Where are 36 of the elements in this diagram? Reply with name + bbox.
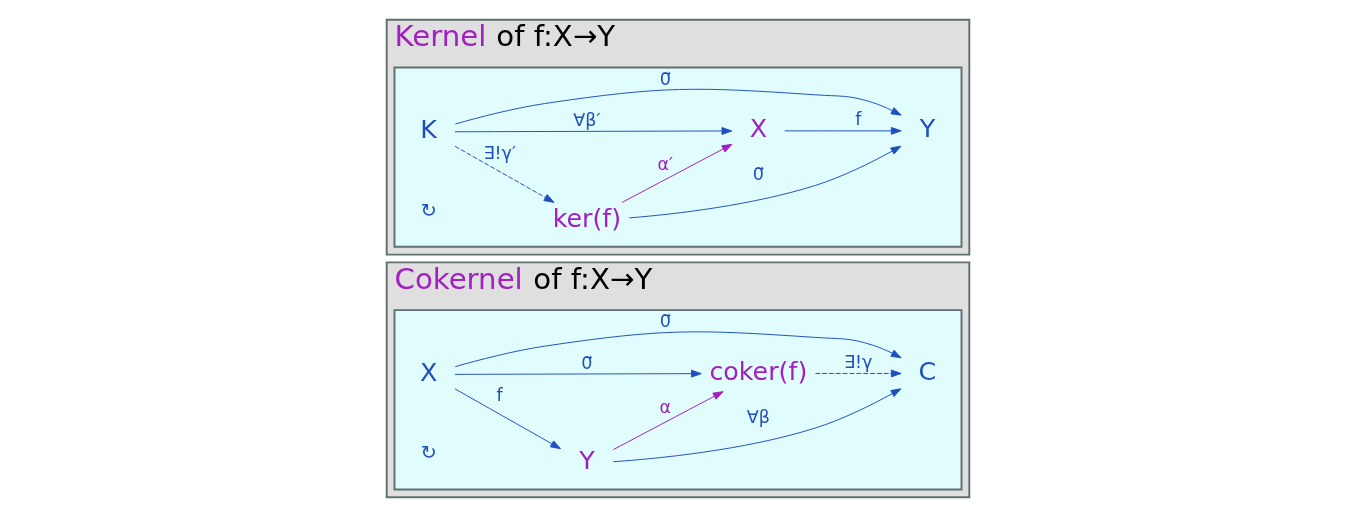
edge-label: ∃!γ [844,352,873,373]
arrow [612,388,902,463]
edge-label: 0⃗ [659,68,671,89]
arrow [454,88,902,125]
arrow [814,369,902,378]
cluster [393,66,963,248]
arrow [454,331,902,368]
edge-label: 0⃗ [659,311,671,332]
label: ↻ [420,198,437,222]
cluster [393,309,963,491]
arrow [612,391,724,451]
edge-label: α′ [657,154,674,175]
arrow [454,369,702,378]
edge-label: f [496,385,503,406]
arrow [628,145,902,219]
node-text: K [420,113,437,144]
node-text: ker(f) [552,202,622,233]
edge-label: α [659,396,672,417]
node-text: Y [919,113,936,144]
node-text: coker(f) [709,355,808,386]
arrow [621,143,733,203]
edge-label: ∀β′ [573,110,601,131]
arrow [454,388,561,450]
arrow [784,126,902,135]
node-text: X [419,356,438,387]
arrow [454,145,555,203]
label: ↻ [420,441,437,465]
edge-label: ∀β [746,406,770,427]
edge-label: 0⃗ [752,163,764,184]
edge-label: f [855,109,862,130]
arrow [454,127,733,135]
node-text: Y [579,445,595,476]
node-text: X [749,113,768,144]
node-text: C [918,355,937,386]
edge-label: 0⃗ [581,352,593,373]
edge-label: ∃!γ′ [483,142,516,163]
